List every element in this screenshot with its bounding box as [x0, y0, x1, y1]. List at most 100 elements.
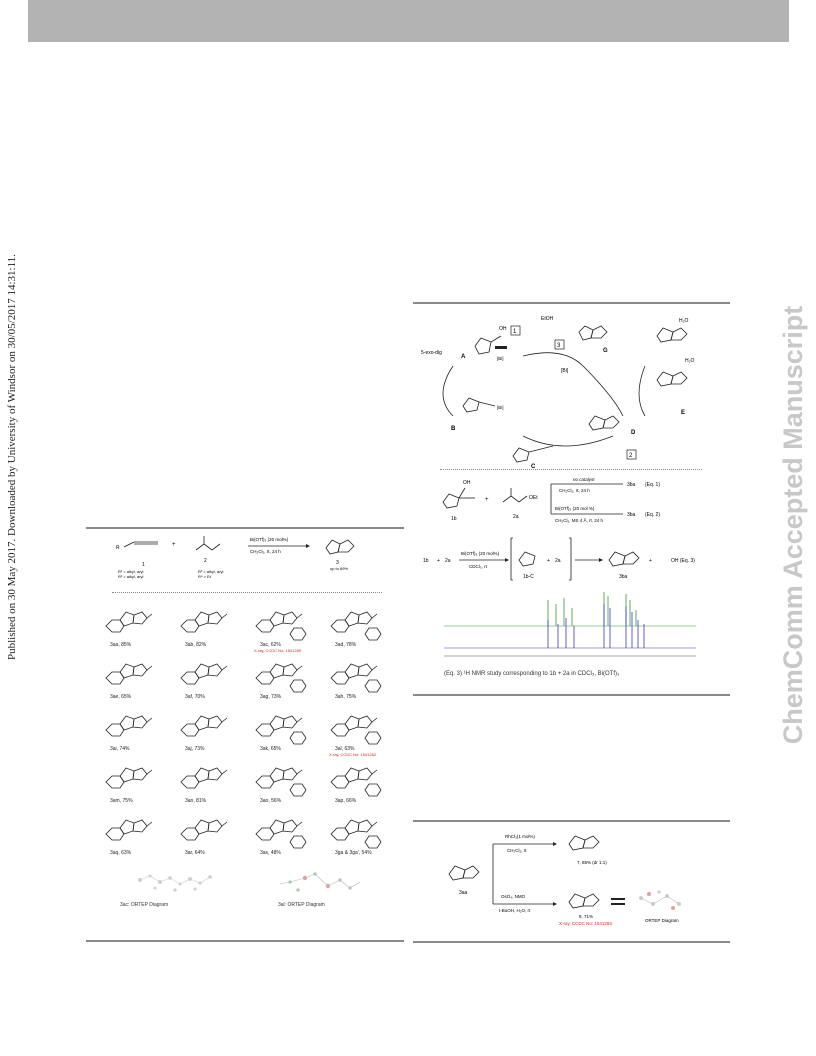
- accepted-manuscript-watermark: ChemComm Accepted Manuscript: [778, 305, 808, 745]
- compound-label: 3ga & 3ga', 54%: [335, 850, 372, 856]
- svg-text:[Bi]: [Bi]: [561, 368, 569, 374]
- scheme2-bottom-rule: [413, 694, 730, 696]
- compound-structure: [180, 767, 228, 789]
- svg-text:t-BuOH, H₂O, rt: t-BuOH, H₂O, rt: [499, 908, 531, 913]
- svg-text:Bi(OTf)₃ (20 mol %): Bi(OTf)₃ (20 mol %): [555, 506, 595, 511]
- intermediate-e: E: [681, 410, 685, 416]
- compound-label: 3ap, 66%: [335, 798, 357, 804]
- svg-text:3ba: 3ba: [619, 574, 628, 580]
- svg-text:R: R: [116, 545, 120, 551]
- svg-text:EtOH: EtOH: [541, 316, 554, 322]
- svg-text:3ba: 3ba: [627, 482, 636, 488]
- ortep-right-label: 3al: ORTEP Diagram: [278, 902, 325, 908]
- svg-text:1b-C: 1b-C: [523, 574, 534, 580]
- svg-text:[Bi]: [Bi]: [497, 405, 504, 410]
- compound-structure: [180, 715, 228, 737]
- start-compound: 3aa: [459, 890, 468, 896]
- svg-text:H₂O: H₂O: [679, 318, 689, 324]
- compound-structure: [180, 819, 228, 841]
- compound-structure: [330, 767, 382, 797]
- compound-label: 3ar, 64%: [185, 850, 205, 856]
- compound-label: 3aq, 63%: [110, 850, 132, 856]
- compound-structure: [255, 767, 307, 797]
- compound-label: 3ac, 62%: [260, 642, 281, 648]
- compound-label: 3ad, 78%: [335, 642, 357, 648]
- table1-bottom-rule: [86, 940, 404, 942]
- intermediate-d: D: [631, 430, 636, 436]
- compound-structure: [105, 663, 153, 685]
- svg-text:(Eq. 2): (Eq. 2): [645, 512, 660, 518]
- compound-structure: [330, 663, 382, 693]
- xray-note: X-ray, CCDC No: 1541282: [329, 752, 377, 757]
- svg-text:3: 3: [557, 343, 561, 349]
- table1-conditions: Bi(OTf)₃ (20 mol%): [250, 537, 289, 542]
- svg-text:+: +: [437, 558, 440, 564]
- svg-text:no catalyst: no catalyst: [573, 477, 595, 482]
- compound-structure: [255, 663, 307, 693]
- intermediate-g: G: [603, 348, 608, 354]
- svg-text:8, 71%: 8, 71%: [579, 914, 593, 919]
- svg-text:1b: 1b: [423, 558, 429, 564]
- intermediate-a: A: [461, 354, 466, 360]
- compound-label: 3aa, 85%: [110, 642, 132, 648]
- reactant1-r: R¹ = alkyl, aryl: [118, 569, 144, 574]
- svg-text:Bi(OTf)₃ (20 mol%): Bi(OTf)₃ (20 mol%): [461, 551, 500, 556]
- svg-text:3ba: 3ba: [627, 512, 636, 518]
- svg-text:OH: OH: [463, 480, 471, 486]
- reactant2-r2: R⁴ = Et: [198, 574, 212, 579]
- compound-label: 3ao, 56%: [260, 798, 282, 804]
- intermediate-b: B: [451, 426, 456, 432]
- product-id: 3: [336, 560, 339, 566]
- compound-structure: [180, 663, 228, 685]
- control-experiments: OH 1b + OEt 2a no catalyst CH₂Cl₂, rt, 2…: [423, 477, 695, 581]
- svg-text:CH₂Cl₂, rt: CH₂Cl₂, rt: [507, 848, 527, 853]
- header-bar: [28, 0, 789, 42]
- nmr-caption: (Eq. 3) ¹H NMR study corresponding to 1b…: [444, 671, 620, 677]
- svg-text:2a: 2a: [445, 558, 451, 564]
- svg-text:OEt: OEt: [529, 495, 538, 501]
- compound-label: 3ah, 75%: [335, 694, 357, 700]
- compound-structure: [330, 715, 382, 745]
- table1-solvent: CH₂Cl₂, rt, 24 h: [250, 549, 281, 554]
- compound-label: 3af, 70%: [185, 694, 205, 700]
- svg-text:OH: OH: [499, 326, 507, 332]
- compound-label: 3am, 75%: [110, 798, 133, 804]
- compound-structure: [105, 715, 153, 737]
- compound-label: 3ag, 73%: [260, 694, 282, 700]
- compound-label: 3ab, 82%: [185, 642, 207, 648]
- compound-structure: [330, 819, 382, 849]
- svg-text:5-exo-dig: 5-exo-dig: [421, 350, 442, 356]
- xray-note: X-ray, CCDC No: 1541289: [254, 648, 302, 653]
- svg-text:7, 85% (dr 1:1): 7, 85% (dr 1:1): [577, 860, 607, 865]
- reactant1-r2: R² = alkyl, aryl: [118, 574, 144, 579]
- compound-label: 3ak, 65%: [260, 746, 281, 752]
- svg-text:+: +: [547, 558, 550, 564]
- compound-label: 3ae, 65%: [110, 694, 132, 700]
- compound-structure: [255, 611, 307, 641]
- compound-label: 3ai, 74%: [110, 746, 130, 752]
- scheme2-top-rule: [413, 302, 730, 304]
- table1-reaction-scheme: R 1 R¹ = alkyl, aryl R² = alkyl, aryl + …: [116, 536, 355, 579]
- product-yield: up to 89%: [330, 566, 348, 571]
- svg-text:(Eq. 1): (Eq. 1): [645, 482, 660, 488]
- scheme2-divider: [440, 469, 702, 470]
- compound-structure: [180, 611, 228, 633]
- svg-text:2a: 2a: [555, 558, 561, 564]
- scheme3-bottom-rule: [413, 941, 730, 943]
- published-side-note: Published on 30 May 2017. Downloaded by …: [6, 254, 18, 660]
- ortep-left-label: 3ac: ORTEP Diagram: [120, 902, 168, 908]
- ortep-figures: 3ac: ORTEP Diagram 3al: ORTEP Diagram: [120, 872, 361, 908]
- compound-label: 3al, 63%: [335, 746, 355, 752]
- svg-text:2: 2: [629, 453, 633, 459]
- xray-note: X-ray, CCDC No: 1541283: [559, 921, 612, 926]
- reactant2-r: R³ = alkyl, aryl: [198, 569, 224, 574]
- svg-text:1b: 1b: [451, 516, 457, 522]
- svg-text:2a: 2a: [513, 514, 519, 520]
- compound-structure: [255, 715, 307, 745]
- svg-text:+: +: [649, 558, 652, 564]
- svg-text:ORTEP Diagram: ORTEP Diagram: [645, 918, 679, 923]
- svg-text:CH₂Cl₂, rt, 24 h: CH₂Cl₂, rt, 24 h: [559, 488, 590, 493]
- svg-text:OsO₄, NMO: OsO₄, NMO: [501, 894, 526, 899]
- reactant2-id: 2: [204, 558, 207, 564]
- svg-text:CDCl₃, rt: CDCl₃, rt: [469, 564, 488, 569]
